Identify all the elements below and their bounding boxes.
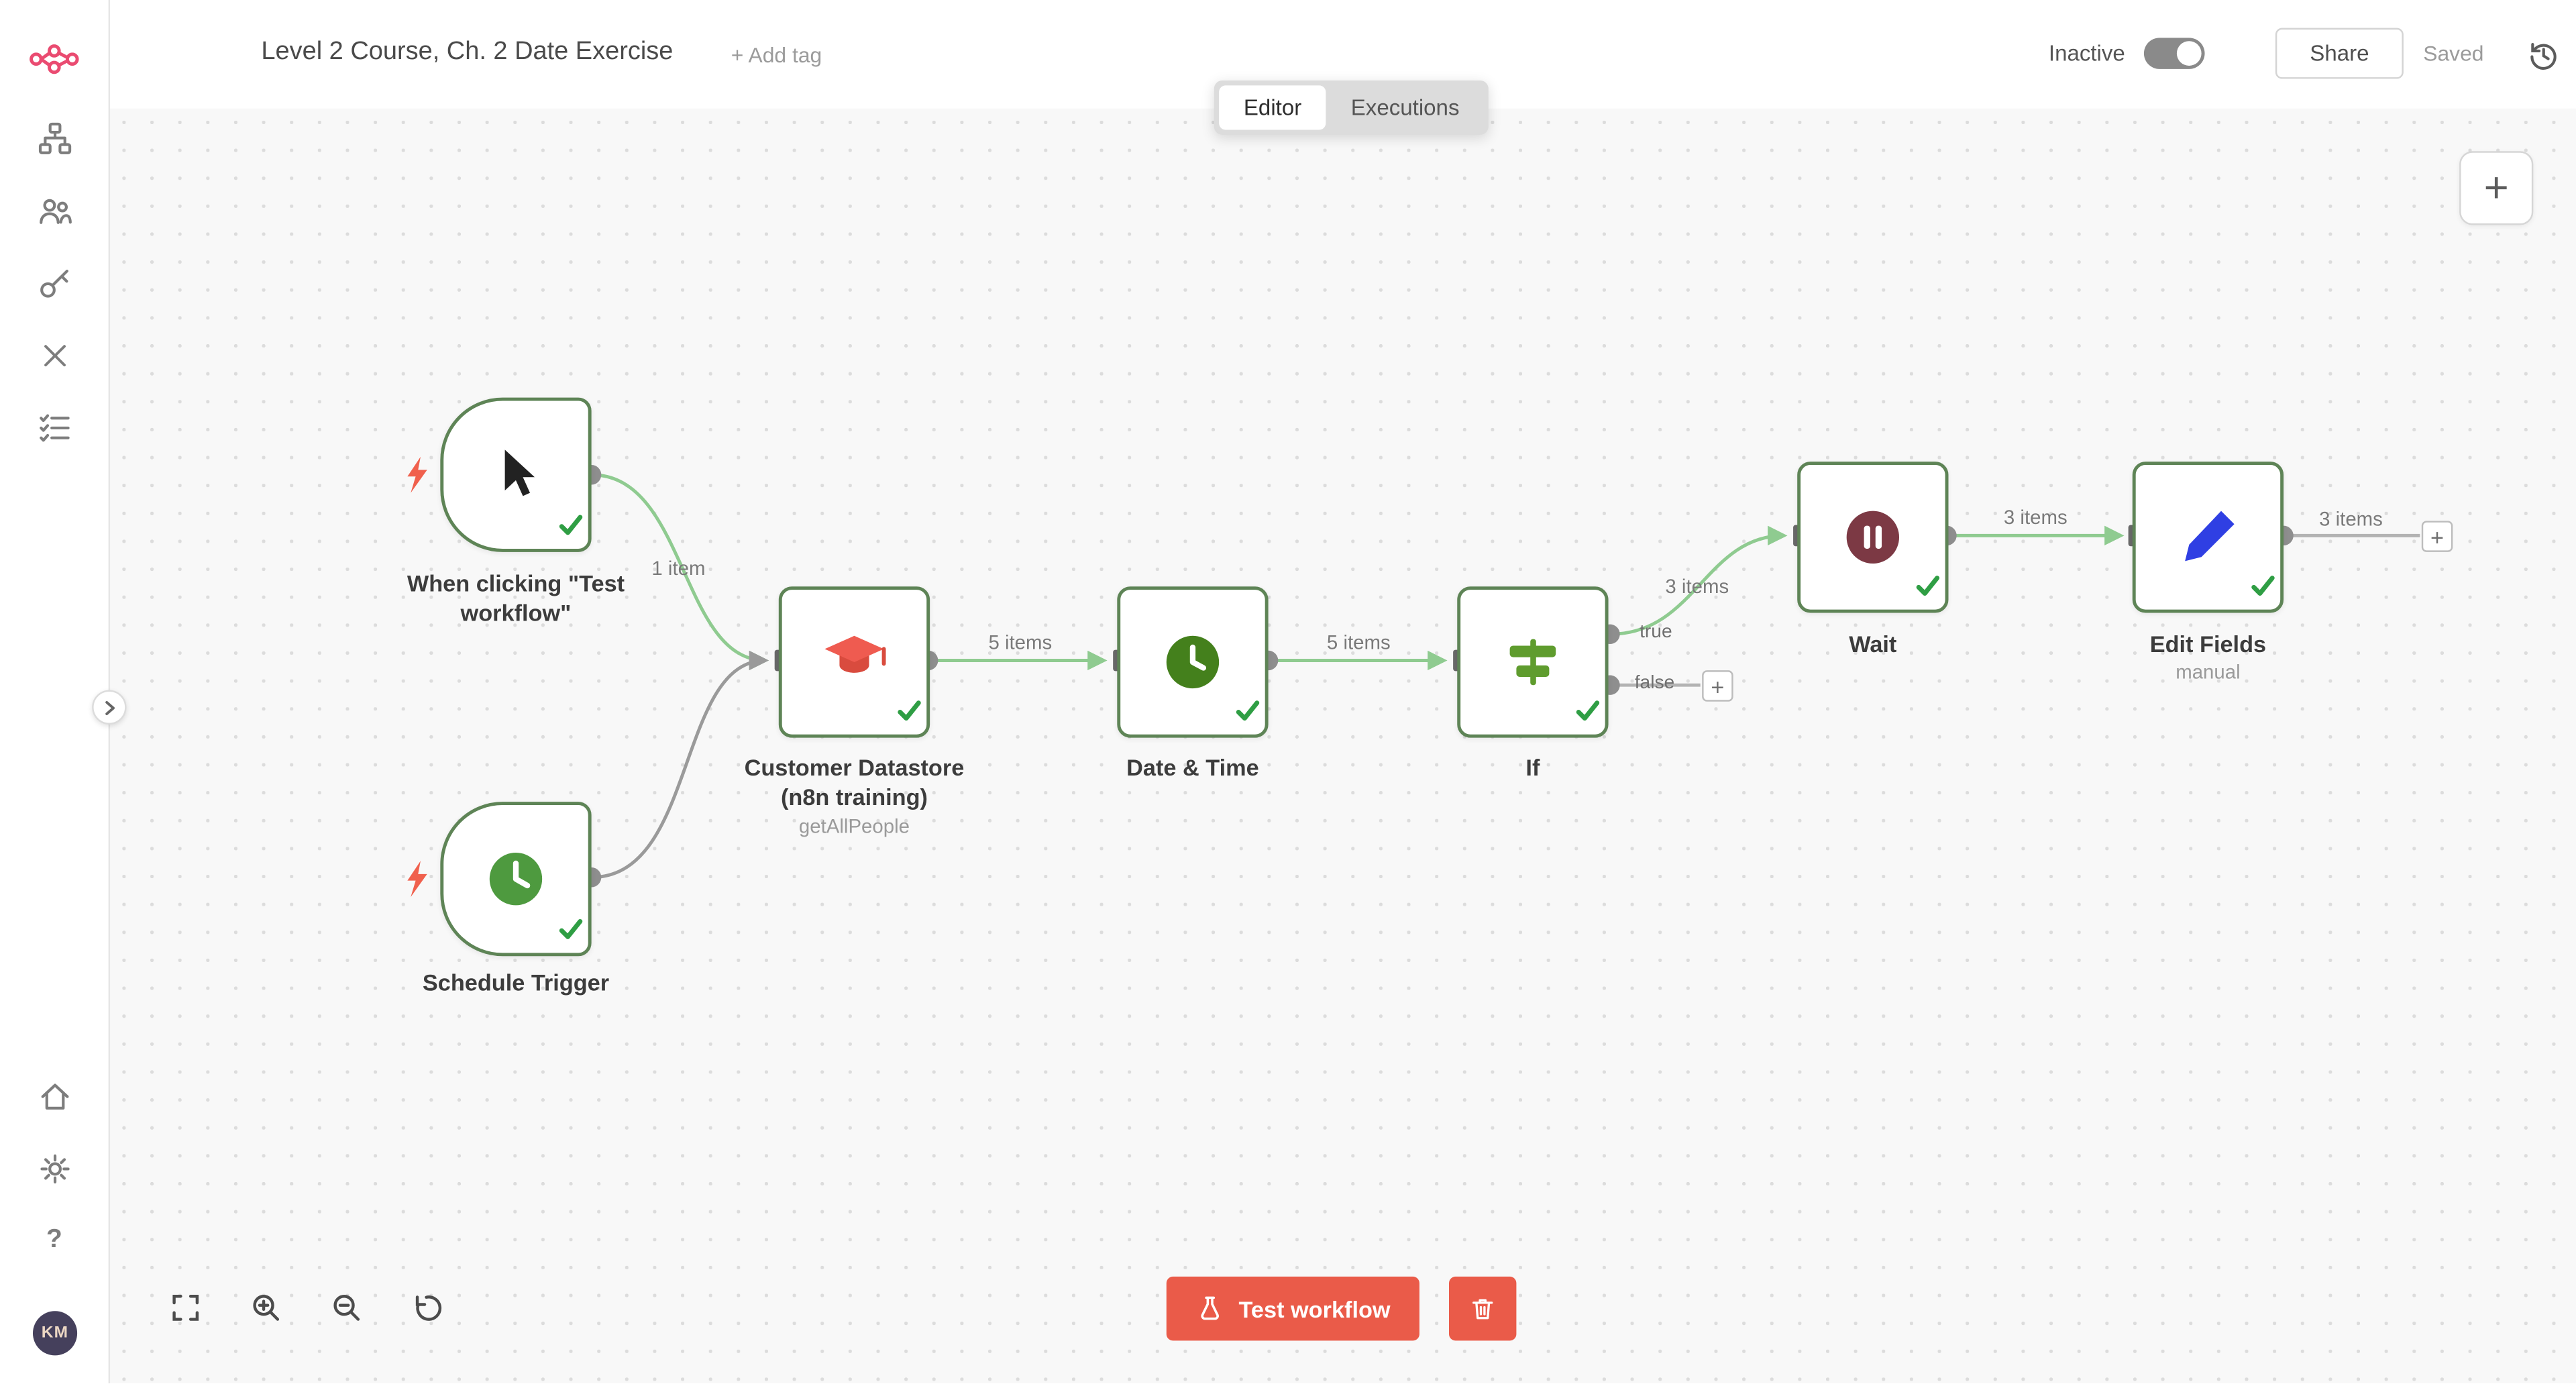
connection-label: 5 items (988, 631, 1053, 654)
test-workflow-button[interactable]: Test workflow (1166, 1276, 1420, 1341)
chevron-right-icon (105, 700, 114, 714)
schedule-clock-icon (489, 853, 543, 906)
training-datastore-icon (824, 635, 886, 673)
success-check-icon (1236, 698, 1260, 731)
node-label: Edit Fields (2149, 631, 2267, 657)
connection-label: 5 items (1326, 631, 1391, 654)
node-customer-datastore[interactable] (778, 586, 930, 738)
sidebar: ? KM (0, 0, 111, 1384)
node-label: Schedule Trigger (422, 969, 610, 996)
workflow-canvas[interactable] (110, 108, 2576, 1384)
sidebar-item-home[interactable] (21, 1063, 87, 1128)
sidebar-item-workflows[interactable] (21, 105, 87, 171)
connection-label: 3 items (1665, 575, 1729, 598)
sidebar-expand-button[interactable] (92, 690, 127, 725)
zoom-out-icon (333, 1295, 360, 1321)
sidebar-item-credentials-key[interactable] (21, 250, 87, 315)
node-subtitle: getAllPeople (798, 814, 910, 838)
workflow-title[interactable]: Level 2 Course, Ch. 2 Date Exercise (261, 38, 674, 66)
sidebar-item-settings[interactable] (21, 1135, 87, 1201)
trigger-bolt-icon (404, 861, 430, 905)
node-schedule-trigger[interactable] (407, 802, 592, 957)
zoom-out-button[interactable] (315, 1277, 378, 1339)
node-label: When clicking "Test workflow" (407, 570, 625, 627)
add-tag-button[interactable]: + Add tag (731, 42, 822, 68)
node-edit-fields[interactable] (2132, 462, 2284, 613)
node-manual-trigger[interactable] (407, 397, 592, 552)
editor-executions-tabs: Editor Executions (1214, 81, 1489, 135)
node-date-time[interactable] (1117, 586, 1269, 738)
success-check-icon (559, 513, 584, 545)
share-button[interactable]: Share (2275, 28, 2404, 79)
success-check-icon (1576, 698, 1601, 731)
sidebar-item-help[interactable]: ? (21, 1208, 87, 1273)
flask-icon (1201, 1296, 1219, 1320)
datetime-clock-icon (1166, 635, 1220, 689)
branch-label-false: false (1634, 674, 1675, 694)
zoom-in-icon (253, 1295, 280, 1321)
history-icon (2530, 43, 2557, 70)
reset-zoom-button[interactable] (396, 1277, 458, 1339)
test-workflow-label: Test workflow (1238, 1295, 1391, 1322)
canvas-controls (154, 1277, 458, 1339)
add-node-after-editfields-button[interactable]: + (2421, 521, 2453, 552)
question-mark-icon: ? (46, 1225, 62, 1254)
sidebar-item-variables[interactable] (21, 322, 87, 388)
wait-pause-icon (1846, 511, 1900, 564)
zoom-in-button[interactable] (235, 1277, 297, 1339)
node-label: Customer Datastore (n8n training) (744, 754, 965, 810)
node-wait[interactable] (1797, 462, 1949, 613)
workflow-history-button[interactable] (2522, 33, 2565, 76)
n8n-logo[interactable] (21, 26, 87, 92)
sidebar-item-executions-list[interactable] (21, 394, 87, 460)
if-signpost-icon (1509, 639, 1556, 686)
tab-editor[interactable]: Editor (1219, 85, 1327, 130)
activation-status-label: Inactive (2048, 41, 2125, 66)
toggle-knob (2176, 41, 2202, 66)
success-check-icon (2251, 574, 2275, 606)
node-if[interactable] (1457, 586, 1609, 738)
pencil-icon (2185, 511, 2235, 562)
add-node-button[interactable]: + (2459, 151, 2534, 225)
cursor-icon (504, 449, 535, 496)
zoom-fit-icon (172, 1295, 199, 1321)
delete-button[interactable] (1449, 1276, 1517, 1341)
trigger-bolt-icon (404, 456, 430, 501)
saved-status: Saved (2423, 41, 2484, 66)
node-label: Wait (1849, 631, 1897, 657)
success-check-icon (897, 698, 922, 731)
branch-label-true: true (1640, 623, 1672, 643)
node-label: If (1525, 754, 1540, 781)
avatar[interactable]: KM (32, 1311, 78, 1356)
add-node-false-branch-button[interactable]: + (1702, 670, 1733, 702)
sidebar-item-credentials-users[interactable] (21, 177, 87, 243)
connection-label: 1 item (651, 557, 706, 580)
success-check-icon (559, 917, 584, 950)
node-subtitle: manual (2176, 660, 2241, 684)
undo-reset-icon (415, 1295, 442, 1321)
connection-label: 3 items (2319, 507, 2383, 531)
connection-label: 3 items (2003, 506, 2068, 529)
success-check-icon (1916, 574, 1941, 606)
zoom-to-fit-button[interactable] (154, 1277, 217, 1339)
tab-executions[interactable]: Executions (1350, 95, 1460, 120)
trash-icon (1472, 1299, 1493, 1320)
node-label: Date & Time (1126, 754, 1259, 781)
activation-toggle[interactable] (2143, 38, 2205, 69)
